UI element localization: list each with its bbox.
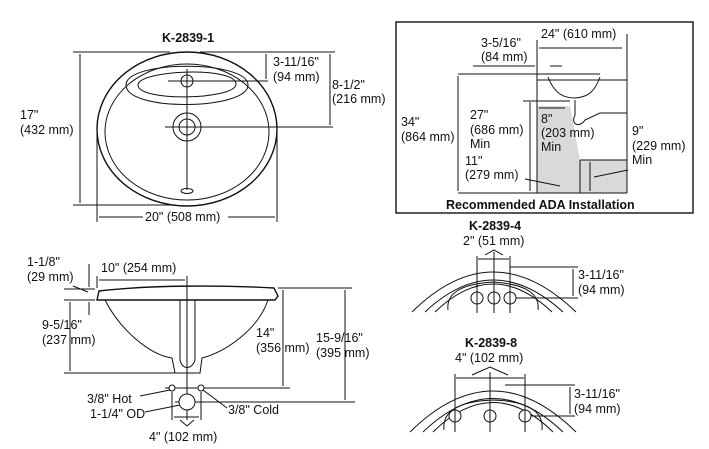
- supply-height-mm: (356 mm): [256, 341, 309, 355]
- toe-height-mm: (229 mm): [632, 139, 685, 153]
- basin-outline: [96, 51, 278, 207]
- toe-depth-mm: (279 mm): [465, 168, 518, 182]
- cold-supply: [197, 384, 205, 392]
- drain-height-inches: 15-9/16": [316, 331, 363, 345]
- toe-height-inches: 9": [632, 124, 643, 138]
- knee-depth-min: Min: [541, 140, 561, 154]
- knee-depth-mm: (203 mm): [541, 126, 594, 140]
- knee-height-mm: (686 mm): [470, 123, 523, 137]
- knee-height-min: Min: [470, 137, 490, 151]
- counter-height-mm: (864 mm): [401, 130, 454, 144]
- k4-title: K-2839-4: [469, 219, 521, 233]
- k4-offset-mm: (94 mm): [578, 283, 625, 297]
- side-view: 1-1/8" (29 mm) 10" (254 mm) 9-5/16" (237…: [27, 255, 369, 444]
- hot-label: 3/8" Hot: [87, 392, 132, 406]
- k4-detail: K-2839-4 2" (51 mm) 3-11/16" (94 mm): [411, 219, 625, 313]
- setback-inches: 3-5/16": [481, 36, 521, 50]
- ada-installation: 24" (610 mm) 3-5/16" (84 mm) 34" (864 mm…: [395, 21, 694, 214]
- ada-caption: Recommended ADA Installation: [446, 198, 635, 212]
- height-mm: (432 mm): [20, 123, 73, 137]
- drain-label: 1-1/4" OD: [90, 407, 145, 421]
- bowl-depth-mm: (237 mm): [42, 333, 95, 347]
- width-label: 20" (508 mm): [145, 210, 220, 224]
- counter-depth: 24" (610 mm): [541, 27, 616, 41]
- counter-height-inches: 34": [401, 115, 419, 129]
- drain-outlet: [178, 393, 196, 411]
- k4-offset-inches: 3-11/16": [578, 268, 624, 282]
- bowl-depth-inches: 9-5/16": [42, 318, 82, 332]
- knee-height-inches: 27": [470, 108, 488, 122]
- toe-height-min: Min: [632, 153, 652, 167]
- faucet-deck-inner: [137, 71, 237, 98]
- toe-depth-inches: 11": [465, 154, 482, 168]
- cold-label: 3/8" Cold: [228, 403, 279, 417]
- supply-height-inches: 14": [256, 326, 274, 340]
- k8-spacing: 4" (102 mm): [455, 351, 523, 365]
- k8-offset-mm: (94 mm): [574, 402, 621, 416]
- knee-clearance-area: [537, 106, 627, 193]
- k8-offset-inches: 3-11/16": [574, 387, 620, 401]
- faucet-offset-mm: (94 mm): [273, 70, 320, 84]
- faucet-offset-inches: 3-11/16": [273, 55, 319, 69]
- ada-frame: [395, 21, 694, 214]
- drain-offset-inches: 8-1/2": [332, 78, 365, 92]
- faucet-deck: [125, 65, 249, 105]
- p-trap: [573, 100, 627, 126]
- k4-spacing: 2" (51 mm): [463, 234, 524, 248]
- rim-mm: (29 mm): [27, 270, 74, 284]
- basin-inner: [104, 63, 270, 201]
- k8-detail: K-2839-8 4" (102 mm) 3-11/16" (94 mm): [409, 336, 621, 433]
- supply-spacing: 4" (102 mm): [149, 430, 217, 444]
- height-inches: 17": [20, 108, 38, 122]
- drain-offset-mm: (216 mm): [332, 92, 385, 106]
- half-width: 10" (254 mm): [101, 261, 176, 275]
- rim-section: [96, 285, 279, 301]
- sink-section: [547, 76, 601, 99]
- top-view-title: K-2839-1: [162, 31, 214, 45]
- top-view: K-2839-1 17" (432 mm) 20" (508 mm) 3-11/…: [20, 31, 385, 224]
- knee-depth-inches: 8": [541, 112, 552, 126]
- k8-title: K-2839-8: [465, 336, 517, 350]
- drain-height-mm: (395 mm): [316, 346, 369, 360]
- hot-supply: [168, 384, 176, 392]
- rim-inches: 1-1/8": [27, 255, 60, 269]
- setback-mm: (84 mm): [481, 50, 528, 64]
